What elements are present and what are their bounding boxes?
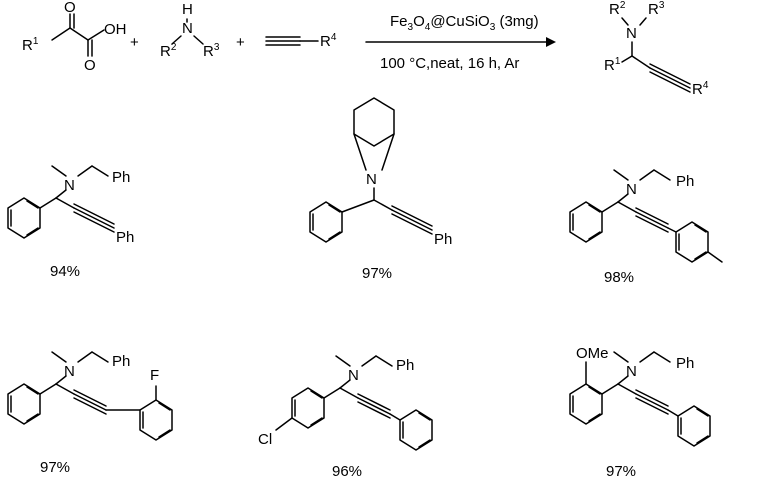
product-3-benzyl-label: Ph xyxy=(676,173,694,190)
catalyst-label: Fe3O4@CuSiO3 (3mg) xyxy=(390,13,539,33)
product-5-chlorine-label: Cl xyxy=(258,431,272,448)
product-5-nitrogen-label: N xyxy=(348,367,359,384)
product-2-alkyne-label: Ph xyxy=(434,231,452,248)
product-4-benzyl-label: Ph xyxy=(112,353,130,370)
ketone-oxygen-label: O xyxy=(64,0,76,16)
conditions-label: 100 °C,neat, 16 h, Ar xyxy=(380,55,519,72)
product-4-nitrogen-label: N xyxy=(64,363,75,380)
reactant-ketoacid: O OH O R1 xyxy=(22,0,127,74)
product-3-yield: 98% xyxy=(604,269,634,286)
product-2-yield: 97% xyxy=(362,265,392,282)
amine-hydrogen-label: H xyxy=(182,1,193,18)
product-3-nitrogen-label: N xyxy=(626,181,637,198)
reactant-alkyne: R4 xyxy=(265,32,337,50)
product-5-yield: 96% xyxy=(332,463,362,480)
product-4-fluorine-label: F xyxy=(150,367,159,384)
product-4-structure: N Ph F xyxy=(7,351,173,441)
reactant-amine: H N R2 R3 xyxy=(160,1,220,60)
product-r1-label: R1 xyxy=(604,56,621,74)
r4-label: R4 xyxy=(320,32,337,50)
plus-sign-2: + xyxy=(236,34,245,51)
product-1-yield: 94% xyxy=(50,263,80,280)
product-5-benzyl-label: Ph xyxy=(396,357,414,374)
product-r2-label: R2 xyxy=(609,0,626,18)
amine-nitrogen-label: N xyxy=(182,20,193,37)
product-r3-label: R3 xyxy=(648,0,665,18)
r1-label: R1 xyxy=(22,36,39,54)
product-r4-label: R4 xyxy=(692,80,709,98)
acid-oxygen-label: O xyxy=(84,57,96,74)
product-1-structure: N Ph Ph xyxy=(7,165,134,246)
product-4-yield: 97% xyxy=(40,459,70,476)
product-6-methoxy-label: OMe xyxy=(576,345,609,362)
product-6-benzyl-label: Ph xyxy=(676,355,694,372)
r3-label: R3 xyxy=(203,42,220,60)
plus-sign-1: + xyxy=(130,34,139,51)
r2-label: R2 xyxy=(160,42,177,60)
product-6-yield: 97% xyxy=(606,463,636,480)
product-nitrogen-label: N xyxy=(626,25,637,42)
product-1-nitrogen-label: N xyxy=(64,177,75,194)
product-1-benzyl-label: Ph xyxy=(112,169,130,186)
reaction-arrow xyxy=(365,37,556,47)
product-propargylamine: R2 R3 N R1 R4 xyxy=(604,0,709,98)
product-6-nitrogen-label: N xyxy=(626,363,637,380)
product-5-structure: Cl N Ph xyxy=(258,355,433,451)
hydroxyl-label: OH xyxy=(104,21,127,38)
product-3-structure: N Ph xyxy=(569,169,723,263)
product-2-nitrogen-label: N xyxy=(366,171,377,188)
product-1-alkyne-label: Ph xyxy=(116,229,134,246)
product-6-structure: OMe N Ph xyxy=(569,345,711,447)
product-2-structure: N Ph xyxy=(309,97,452,248)
